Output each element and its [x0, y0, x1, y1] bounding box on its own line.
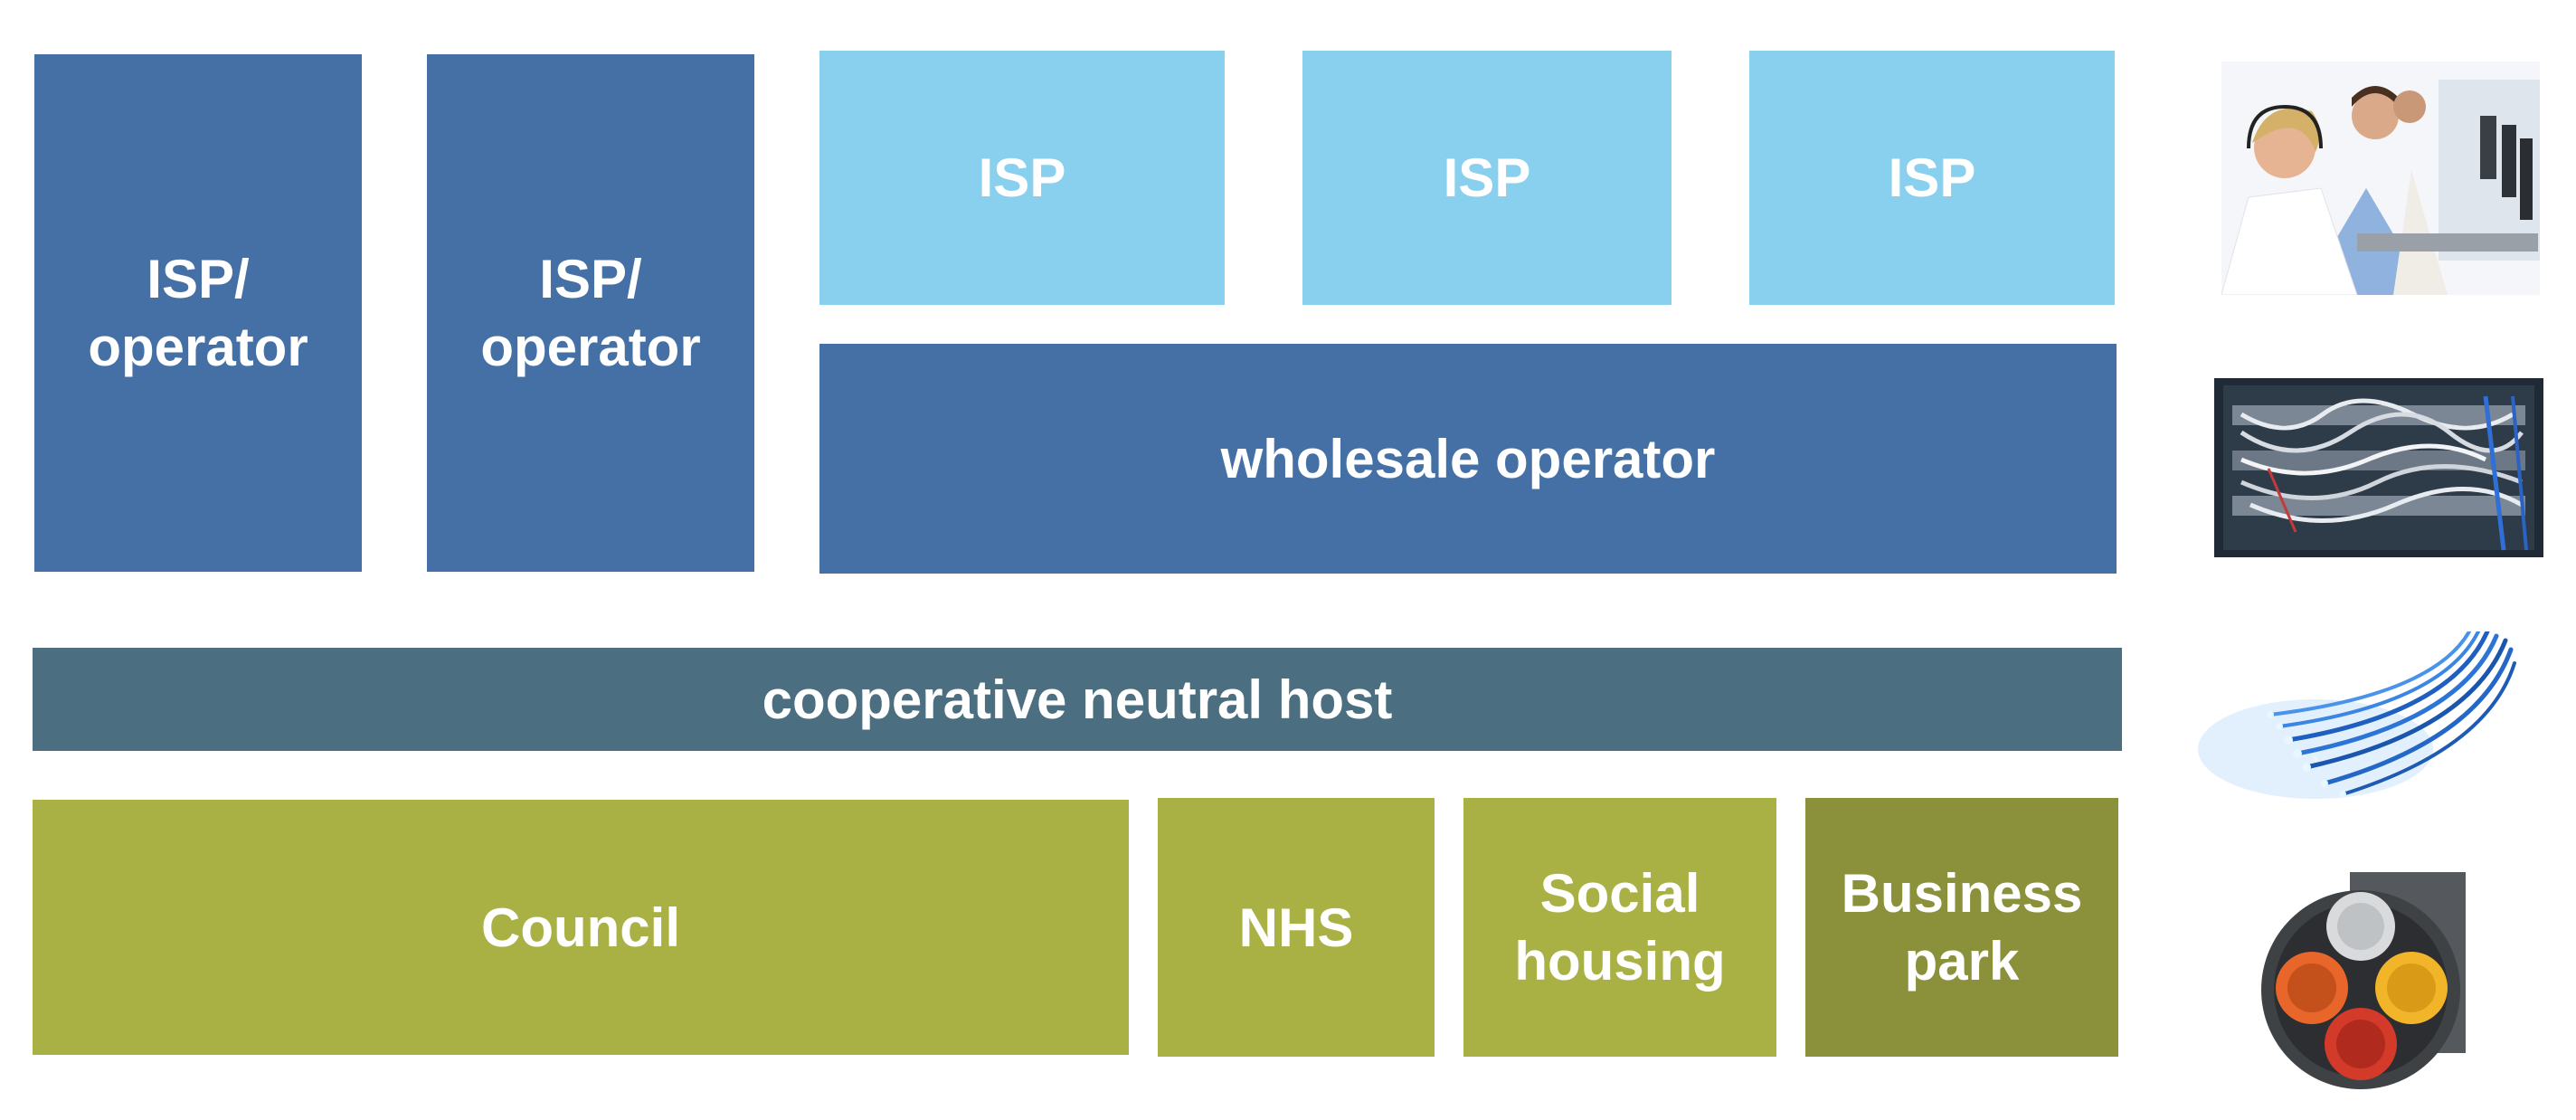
business-park-line2: park — [1904, 931, 2020, 992]
isp-box-2: ISP — [1302, 51, 1672, 305]
isp-box-3: ISP — [1749, 51, 2115, 305]
isp-operator-1-line2: operator — [88, 317, 308, 377]
social-housing-box: Social housing — [1463, 798, 1776, 1057]
nhs-label: NHS — [1238, 897, 1354, 958]
cable-duct-photo — [2259, 872, 2466, 1095]
nhs-box: NHS — [1158, 798, 1435, 1057]
call-center-photo — [2221, 62, 2540, 295]
network-rack-photo — [2214, 378, 2543, 557]
cooperative-neutral-host-label: cooperative neutral host — [762, 669, 1393, 730]
fiber-optic-photo — [2180, 631, 2520, 821]
council-label: Council — [481, 897, 680, 958]
social-housing-line2: housing — [1514, 931, 1726, 992]
business-park-box: Business park — [1805, 798, 2118, 1057]
social-housing-line1: Social — [1539, 863, 1700, 924]
wholesale-operator-box: wholesale operator — [819, 344, 2117, 574]
isp-operator-box-2: ISP/ operator — [427, 54, 754, 572]
isp-operator-2-line1: ISP/ — [539, 249, 642, 309]
isp-box-2-label: ISP — [1443, 147, 1531, 208]
council-box: Council — [33, 800, 1129, 1055]
isp-operator-1-line1: ISP/ — [147, 249, 250, 309]
wholesale-operator-label: wholesale operator — [1220, 428, 1716, 489]
isp-box-3-label: ISP — [1888, 147, 1976, 208]
isp-box-1: ISP — [819, 51, 1225, 305]
isp-box-1-label: ISP — [978, 147, 1066, 208]
isp-operator-box-1: ISP/ operator — [34, 54, 362, 572]
isp-operator-2-line2: operator — [480, 317, 701, 377]
cooperative-neutral-host-bar: cooperative neutral host — [33, 648, 2122, 751]
business-park-line1: Business — [1841, 863, 2083, 924]
